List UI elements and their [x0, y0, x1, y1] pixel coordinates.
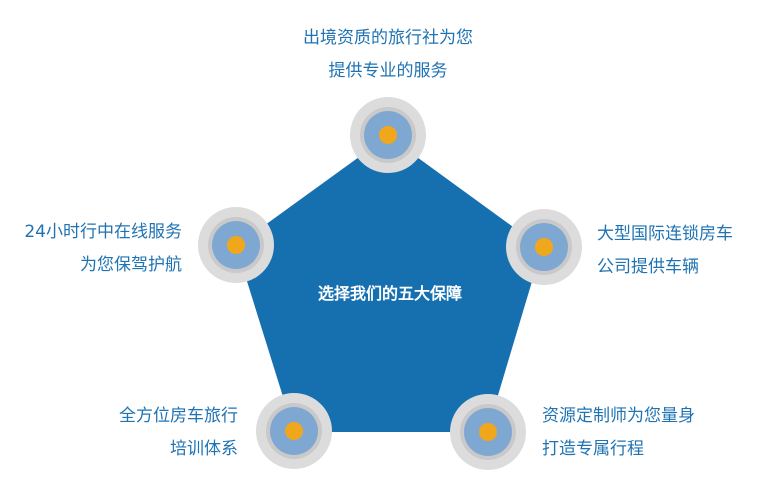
node-bottom-left-caption: 全方位房车旅行 培训体系 — [0, 400, 238, 466]
node-top-line-1: 出境资质的旅行社为您 — [303, 28, 473, 48]
node-bottom-right-dot — [479, 423, 497, 441]
node-bottom-left-line-1: 全方位房车旅行 — [119, 406, 238, 426]
node-left-line-2: 为您保驾护航 — [80, 255, 182, 275]
node-bottom-right-marker — [450, 394, 526, 470]
node-left-dot — [227, 236, 245, 254]
node-right-line-2: 公司提供车辆 — [597, 257, 699, 277]
node-bottom-right-line-1: 资源定制师为您量身 — [542, 406, 695, 426]
node-bottom-right-line-2: 打造专属行程 — [542, 439, 644, 459]
node-bottom-left-line-2: 培训体系 — [170, 439, 238, 459]
node-bottom-left-marker — [256, 393, 332, 469]
node-left-line-1: 24小时行中在线服务 — [24, 222, 182, 242]
node-top-caption: 出境资质的旅行社为您 提供专业的服务 — [288, 22, 488, 88]
node-bottom-right-caption: 资源定制师为您量身 打造专属行程 — [542, 400, 695, 466]
node-left-marker — [198, 207, 274, 283]
node-right-line-1: 大型国际连锁房车 — [597, 224, 733, 244]
node-right-marker — [506, 209, 582, 285]
pentagon-shape — [236, 136, 542, 432]
center-title: 选择我们的五大保障 — [317, 284, 462, 303]
node-top-line-2: 提供专业的服务 — [328, 61, 448, 81]
node-top-marker — [350, 97, 426, 173]
node-top-dot — [379, 126, 397, 144]
node-right-dot — [535, 238, 553, 256]
node-right-caption: 大型国际连锁房车 公司提供车辆 — [597, 218, 733, 284]
node-bottom-left-dot — [285, 422, 303, 440]
node-left-caption: 24小时行中在线服务 为您保驾护航 — [0, 216, 182, 282]
